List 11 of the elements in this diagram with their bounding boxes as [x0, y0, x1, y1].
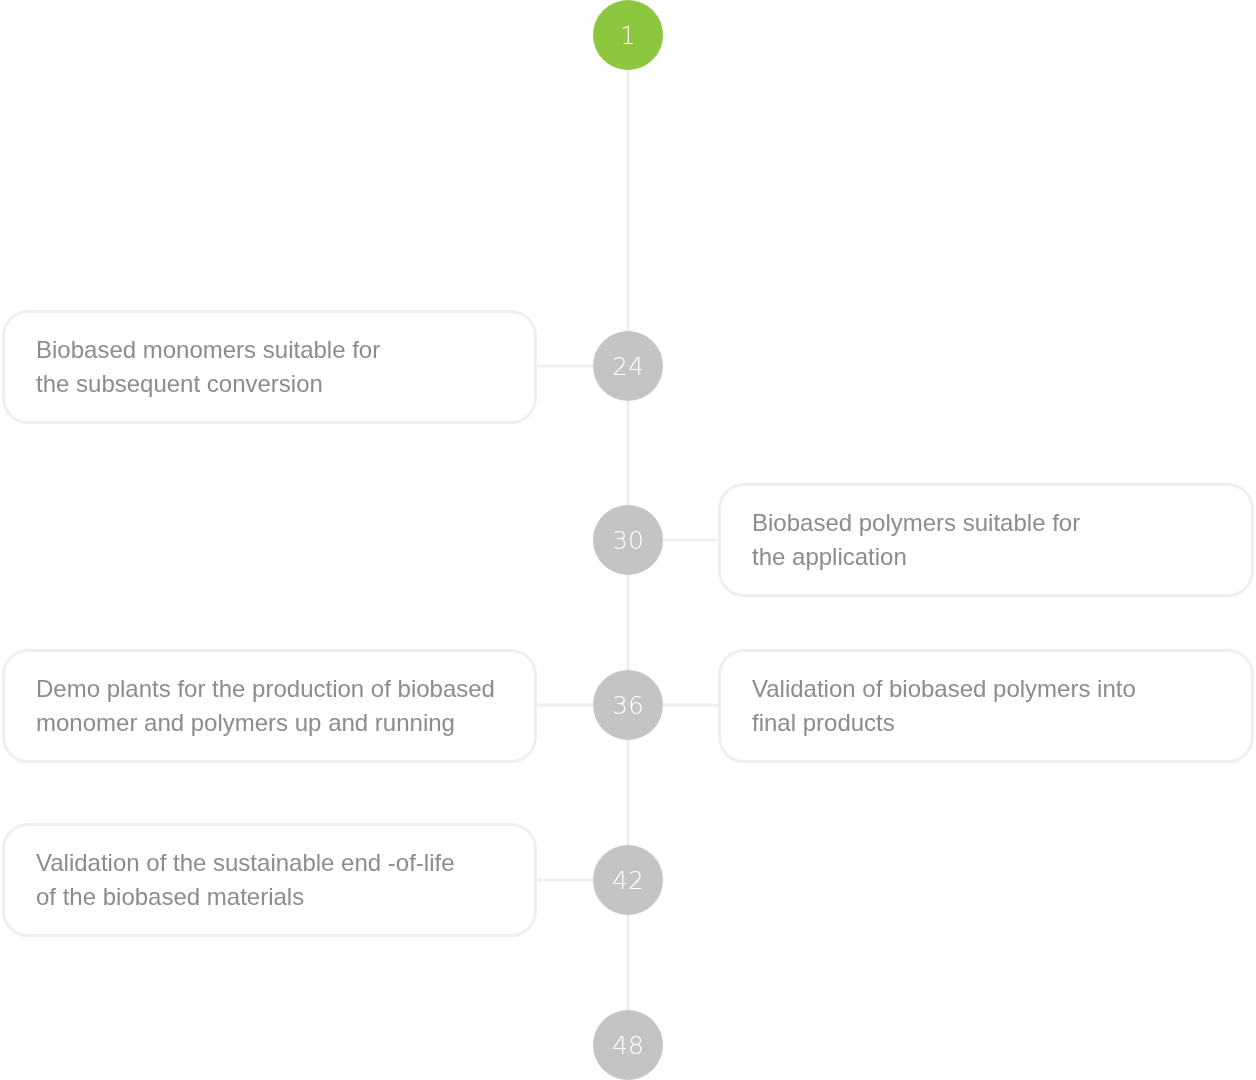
milestone-number: 36: [612, 692, 644, 718]
milestone-description: Demo plants for the production of biobased monomer and polymers up and running: [36, 674, 496, 738]
milestone-description: Validation of biobased polymers into final products: [752, 674, 1137, 738]
milestone-number: 30: [612, 527, 644, 553]
milestone-number: 48: [612, 1032, 644, 1058]
milestone-description: Biobased polymers suitable for the application: [752, 508, 1082, 572]
milestone-number: 24: [612, 353, 644, 379]
milestone-number: 42: [612, 867, 644, 893]
milestone-description: Biobased monomers suitable for the subsequent conversion: [36, 335, 382, 399]
milestone-description: Validation of the sustainable end -of-life of the biobased materials: [36, 848, 456, 912]
milestone-number: 1: [620, 22, 636, 48]
